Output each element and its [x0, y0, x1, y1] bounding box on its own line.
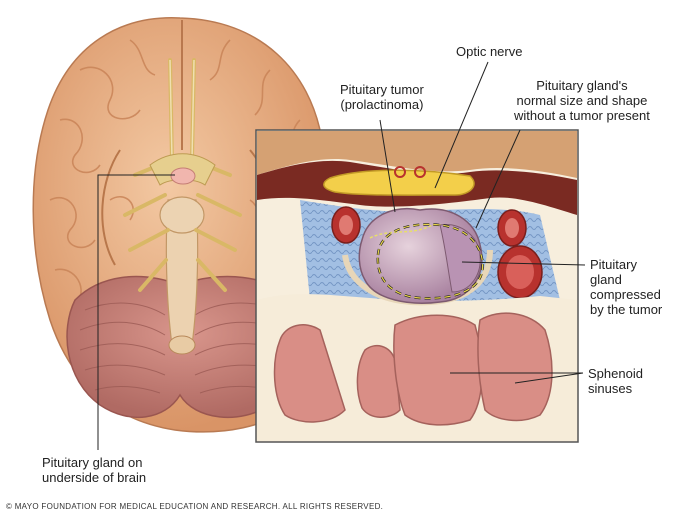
label-compressed-line1: Pituitary	[590, 257, 637, 272]
copyright-notice: © MAYO FOUNDATION FOR MEDICAL EDUCATION …	[6, 502, 384, 511]
label-sphenoid-sinuses: Sphenoid sinuses	[588, 366, 643, 396]
label-pituitary-tumor: Pituitary tumor (prolactinoma)	[340, 82, 424, 112]
label-normal-line3: without a tumor present	[514, 108, 650, 123]
label-tumor-line2: (prolactinoma)	[340, 97, 424, 112]
leader-sphenoid-2	[514, 372, 584, 384]
label-optic-nerve-text: Optic nerve	[456, 44, 523, 59]
label-sphenoid-line2: sinuses	[588, 381, 633, 396]
leader-normal-gland	[475, 129, 521, 229]
leader-optic-nerve	[434, 61, 489, 189]
label-underside-line1: Pituitary gland on	[42, 455, 143, 470]
label-normal-gland: Pituitary gland's normal size and shape …	[514, 78, 650, 123]
label-normal-line1: Pituitary gland's	[536, 78, 628, 93]
leader-underside	[97, 174, 175, 450]
label-gland-underside: Pituitary gland on underside of brain	[42, 455, 146, 485]
leader-compressed	[461, 261, 586, 266]
label-tumor-line1: Pituitary tumor	[340, 82, 424, 97]
label-underside-line2: underside of brain	[42, 470, 147, 485]
leader-tumor	[379, 119, 396, 213]
label-compressed-line2: gland	[590, 272, 622, 287]
label-normal-line2: normal size and shape	[516, 93, 648, 108]
label-compressed-line4: by the tumor	[590, 302, 663, 317]
pituitary-gland-brain	[170, 167, 196, 185]
pituitary-tumor	[358, 208, 484, 304]
label-sphenoid-line1: Sphenoid	[588, 366, 643, 381]
leader-lines	[97, 61, 586, 450]
label-compressed-gland: Pituitary gland compressed by the tumor	[590, 257, 662, 317]
label-optic-nerve: Optic nerve	[456, 44, 522, 59]
label-compressed-line3: compressed	[590, 287, 661, 302]
compressed-gland	[439, 224, 481, 293]
cross-section-inset	[255, 129, 579, 443]
brain-underside	[32, 17, 333, 433]
sphenoid-sinuses	[273, 312, 553, 426]
